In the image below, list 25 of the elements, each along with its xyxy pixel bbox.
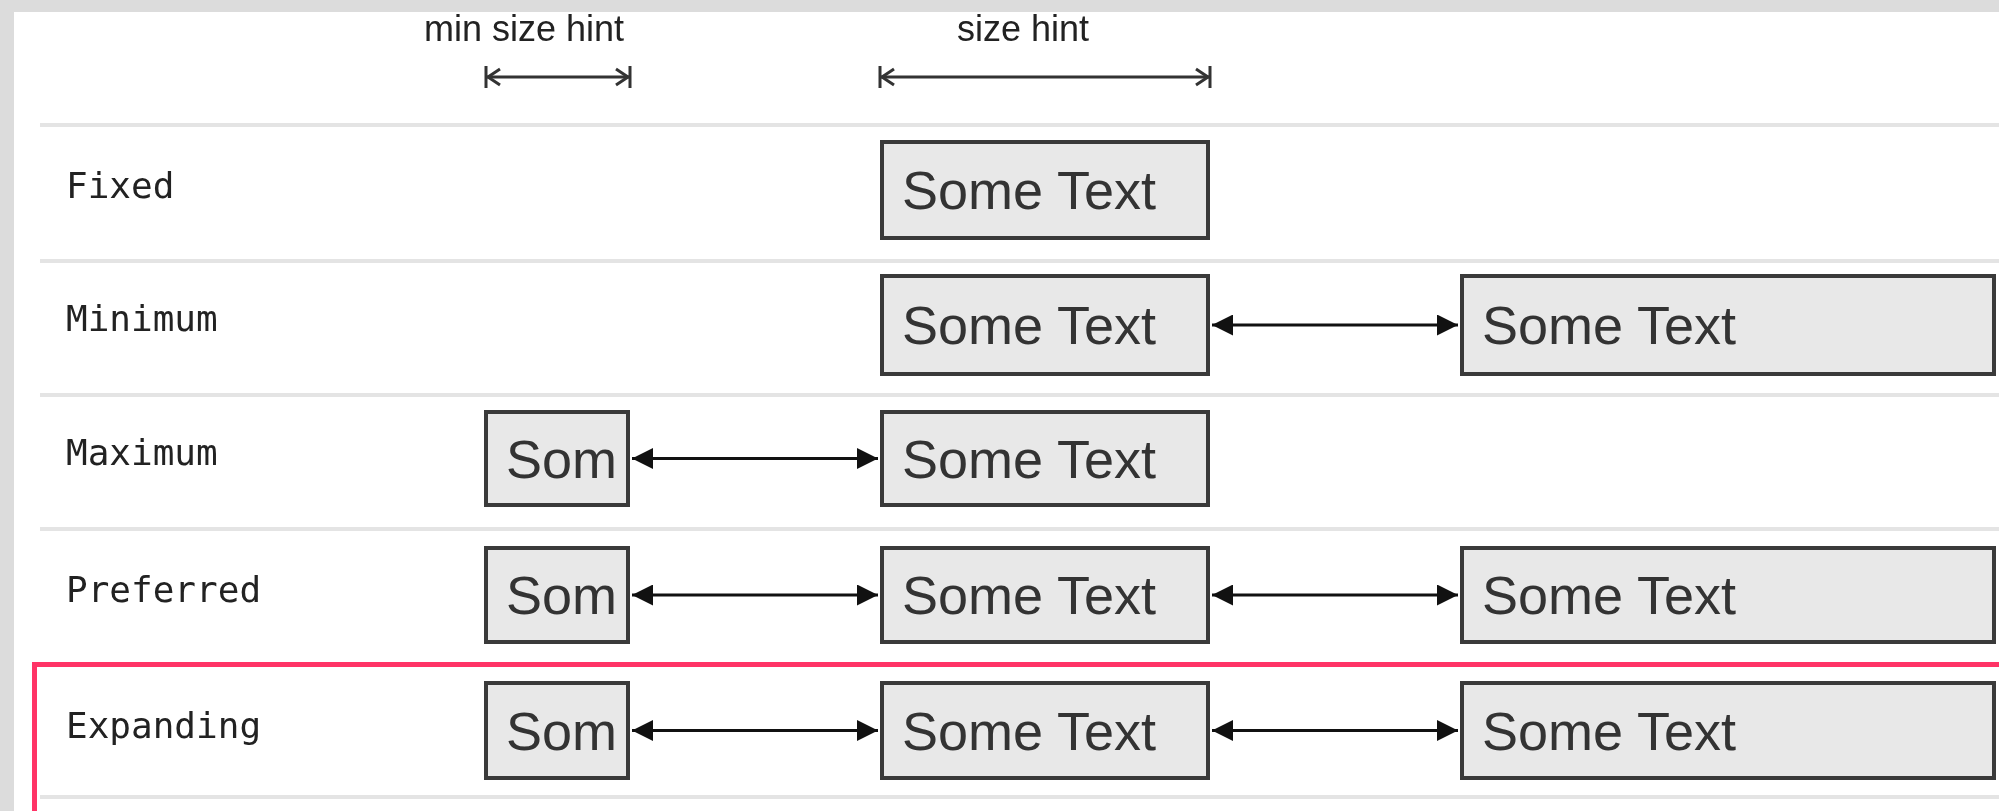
widget-box: Som [484,410,630,507]
highlight-frame [32,662,1999,811]
widget-box: Some Text [880,681,1210,780]
double-arrow [632,584,878,606]
double-arrow [632,720,878,741]
row-label: Preferred [66,569,262,610]
dimension-label: min size hint [424,8,625,50]
widget-box: Som [484,681,630,780]
widget-box: Som [484,546,630,644]
row-label: Minimum [66,298,218,339]
double-arrow [1212,584,1458,606]
double-arrow [1212,720,1458,741]
widget-box: Some Text [1460,274,1996,376]
widget-box: Some Text [1460,546,1996,644]
widget-box: Some Text [880,546,1210,644]
row-label: Fixed [66,165,175,206]
widget-box: Some Text [1460,681,1996,780]
dimension-label: size hint [957,8,1090,50]
widget-box: Some Text [880,274,1210,376]
double-arrow [632,448,878,469]
row-label: Expanding [66,705,262,746]
double-arrow [1212,314,1458,336]
widget-box: Some Text [880,140,1210,240]
row-label: Maximum [66,432,218,473]
widget-box: Some Text [880,410,1210,507]
